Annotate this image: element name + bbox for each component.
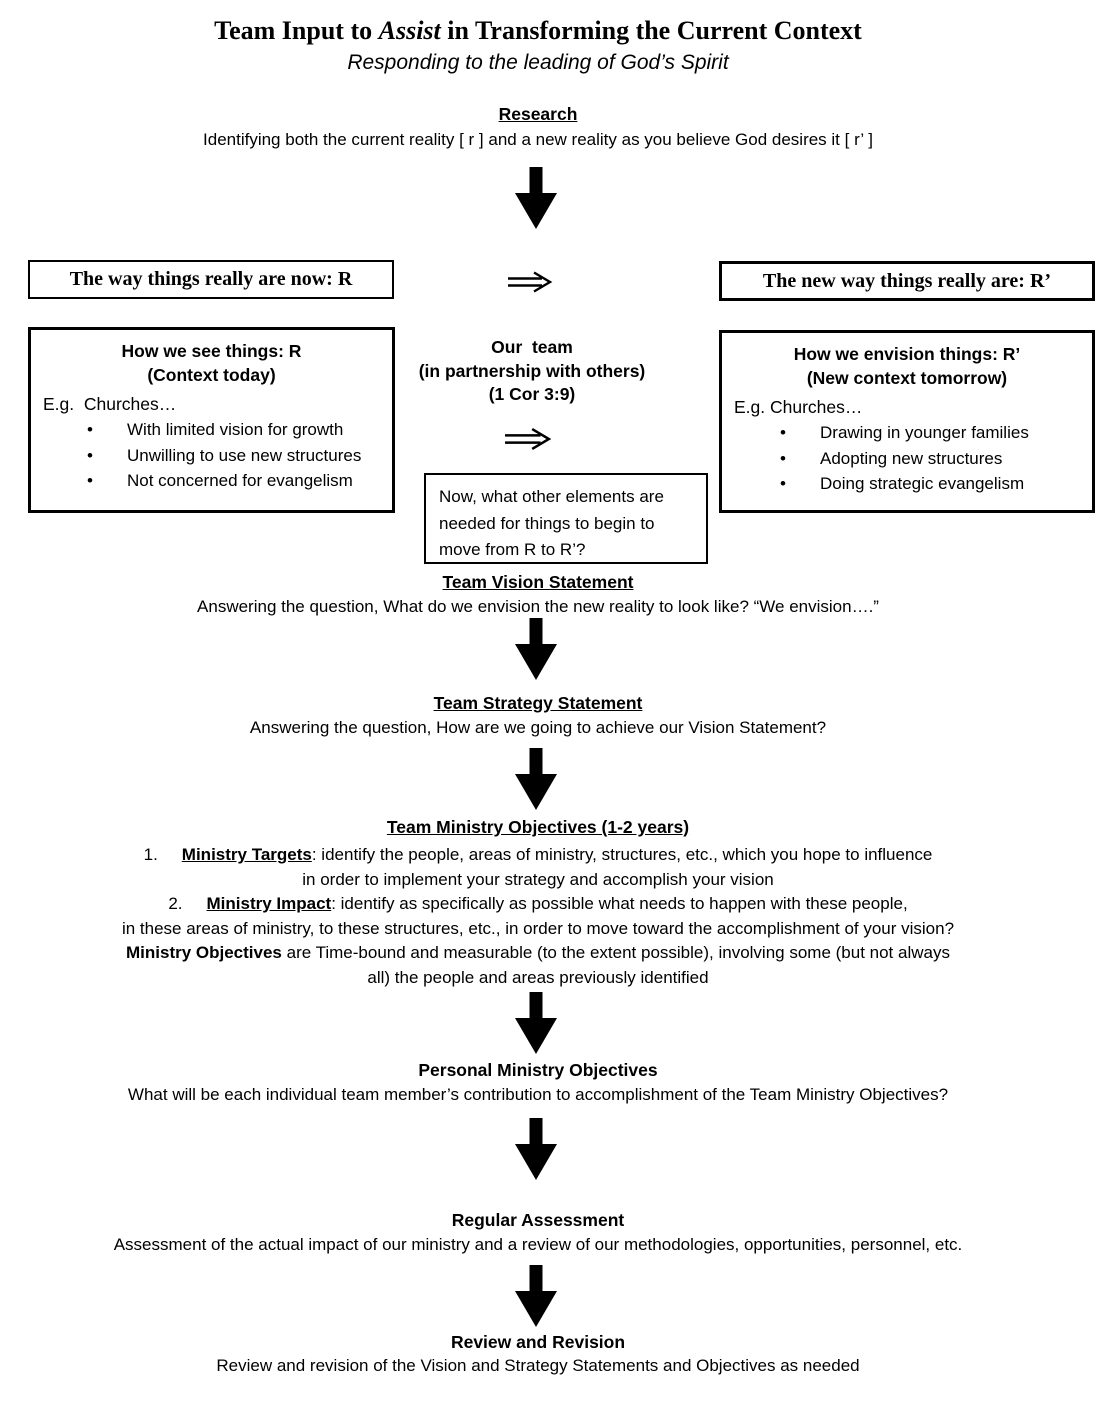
page-title-italic: Assist xyxy=(378,16,441,45)
see-things-subtitle: (Context today) xyxy=(147,365,276,385)
list-item-label: Adopting new structures xyxy=(820,448,1003,468)
list-item-label: With limited vision for growth xyxy=(127,420,344,439)
see-things-title: How we see things: R xyxy=(121,341,302,361)
tmo-line-3: 2. Ministry Impact: identify as specifica… xyxy=(0,892,1076,917)
tmo-line-4: in these areas of ministry, to these str… xyxy=(0,917,1076,942)
team-line2: (in partnership with others) xyxy=(418,360,646,381)
tmo-item-text: are Time-bound and measurable (to the ex… xyxy=(281,943,950,962)
vision-heading: Team Vision Statement xyxy=(442,572,634,592)
page-title: Team Input to Assist in Transforming the… xyxy=(0,16,1076,46)
tmo-item-text: : identify the people, areas of ministry… xyxy=(311,845,933,864)
vision-desc: Answering the question, What do we envis… xyxy=(197,597,879,616)
list-item: Unwilling to use new structures xyxy=(31,443,392,469)
bullet-icon xyxy=(31,468,127,494)
envision-things-title: How we envision things: R’ xyxy=(793,344,1021,364)
see-things-box: How we see things: R (Context today) E.g… xyxy=(28,327,395,513)
tmo-item-lead: Ministry Targets xyxy=(181,845,312,864)
down-arrow-icon xyxy=(515,1265,557,1327)
down-arrow-icon xyxy=(515,748,557,810)
page-title-prefix: Team Input to xyxy=(214,16,379,45)
envision-things-box: How we envision things: R’ (New context … xyxy=(719,330,1095,513)
tmo-item-text: in order to implement your strategy and … xyxy=(302,869,774,889)
tmo-line-1: 1. Ministry Targets: identify the people,… xyxy=(0,843,1076,868)
double-arrow-icon xyxy=(505,428,552,450)
list-item-label: Drawing in younger families xyxy=(820,423,1029,442)
review-desc: Review and revision of the Vision and St… xyxy=(216,1356,860,1375)
down-arrow-icon xyxy=(515,167,557,229)
review-heading: Review and Revision xyxy=(450,1332,626,1352)
envision-things-subtitle: (New context tomorrow) xyxy=(806,368,1008,388)
assessment-desc: Assessment of the actual impact of our m… xyxy=(113,1235,963,1254)
tmo-item-number: 2. xyxy=(168,894,183,913)
page-subtitle: Responding to the leading of God’s Spiri… xyxy=(347,51,729,74)
envision-things-intro: E.g. Churches… xyxy=(734,397,863,417)
list-item: Doing strategic evangelism xyxy=(722,471,1092,497)
bullet-icon xyxy=(722,471,820,497)
tmo-item-text: in these areas of ministry, to these str… xyxy=(121,918,955,938)
tmo-item-number: 1. xyxy=(143,845,158,864)
assessment-heading: Regular Assessment xyxy=(451,1210,625,1230)
list-item: Adopting new structures xyxy=(722,446,1092,472)
list-item: With limited vision for growth xyxy=(31,417,392,443)
bullet-icon xyxy=(31,443,127,469)
team-line3: (1 Cor 3:9) xyxy=(488,384,576,404)
bullet-icon xyxy=(722,420,820,446)
tmo-item-text: : identify as specifically as possible w… xyxy=(331,894,908,913)
personal-desc: What will be each individual team member… xyxy=(127,1085,949,1104)
note-box: Now, what other elements are needed for … xyxy=(424,473,708,564)
list-item: Drawing in younger families xyxy=(722,420,1092,446)
down-arrow-icon xyxy=(515,1118,557,1180)
personal-heading: Personal Ministry Objectives xyxy=(418,1060,658,1080)
tmo-item-lead: Ministry Impact xyxy=(206,894,332,913)
page-title-suffix: in Transforming the Current Context xyxy=(440,16,862,45)
bullet-icon xyxy=(722,446,820,472)
tmo-item-text: all) the people and areas previously ide… xyxy=(367,967,709,987)
research-heading: Research xyxy=(498,104,578,124)
team-column: Our team (in partnership with others) (1… xyxy=(396,336,668,407)
tmo-item-lead: Ministry Objectives xyxy=(126,943,282,962)
tmo-line-2: in order to implement your strategy and … xyxy=(0,868,1076,893)
list-item-label: Unwilling to use new structures xyxy=(127,445,362,465)
team-line1: Our team xyxy=(491,337,573,357)
list-item-label: Not concerned for evangelism xyxy=(127,471,353,490)
strategy-heading: Team Strategy Statement xyxy=(433,693,643,713)
bullet-icon xyxy=(31,417,127,443)
tmo-line-6: all) the people and areas previously ide… xyxy=(0,966,1076,991)
reality-new-box: The new way things really are: R’ xyxy=(719,261,1095,301)
double-arrow-icon xyxy=(508,271,553,293)
down-arrow-icon xyxy=(515,992,557,1054)
list-item: Not concerned for evangelism xyxy=(31,468,392,494)
tmo-lines: 1. Ministry Targets: identify the people,… xyxy=(0,843,1076,990)
tmo-heading: Team Ministry Objectives (1-2 years) xyxy=(386,817,690,837)
reality-now-box: The way things really are now: R xyxy=(28,260,394,299)
down-arrow-icon xyxy=(515,618,557,680)
see-things-intro: E.g. Churches… xyxy=(43,394,177,414)
list-item-label: Doing strategic evangelism xyxy=(820,474,1025,493)
tmo-line-5: Ministry Objectives are Time-bound and m… xyxy=(0,941,1076,966)
research-desc: Identifying both the current reality [ r… xyxy=(203,130,873,149)
strategy-desc: Answering the question, How are we going… xyxy=(249,718,827,737)
